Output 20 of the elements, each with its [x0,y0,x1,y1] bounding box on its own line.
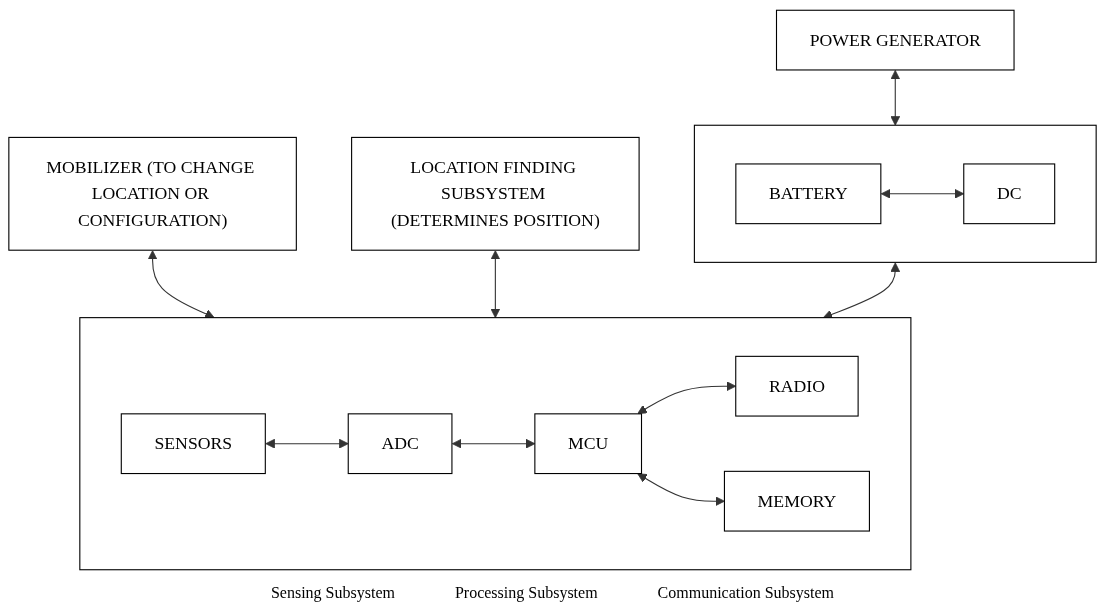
arrow [637,473,725,507]
subsystem-label: Processing Subsystem [454,584,598,602]
node-box: MOBILIZER (TO CHANGE LOCATION OR CONFIGURATION) [8,136,297,251]
node-box: MCU [534,413,643,475]
node-box: LOCATION FINDING SUBSYSTEM (DETERMINES POSITION) [351,136,640,251]
node-box: POWER GENERATOR [775,9,1015,71]
node-box: RADIO [735,355,859,417]
subsystem-label: Sensing Subsystem [270,584,395,602]
node-box: ADC [347,413,453,475]
node-box: MEMORY [723,470,870,532]
arrow [490,250,501,319]
subsystem-label: Communication Subsystem [657,584,835,602]
node-box: DC [963,163,1056,225]
node-box: BATTERY [735,163,882,225]
arrow [890,69,901,126]
node-box: SENSORS [120,413,266,475]
arrow [265,438,349,449]
arrow [147,250,215,319]
cluster [693,124,1097,263]
cluster [79,317,912,571]
